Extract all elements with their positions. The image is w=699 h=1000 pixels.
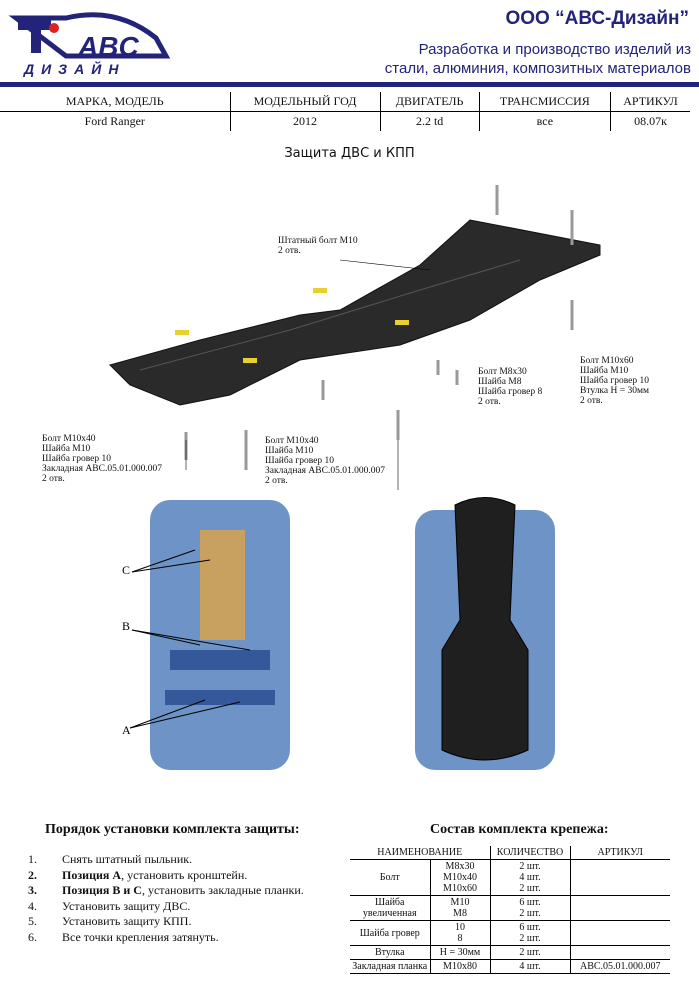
col-header: МОДЕЛЬНЫЙ ГОД [229,92,381,112]
col-header: ДВИГАТЕЛЬ [379,92,480,112]
step-item: 4.Установить защиту ДВС. [28,898,191,913]
step-item: 2.Позиция А, установить кронштейн. [28,867,248,882]
kit-cell-qty: 4 шт. [489,959,570,974]
kit-cell-qty: 6 шт. 2 шт. [489,895,570,921]
cell: Ford Ranger [84,114,145,128]
kit-cell-art: АВС.05.01.000.007 [569,959,670,974]
kit-heading: Состав комплекта крепежа: [430,822,609,837]
install-steps-list: 1.Снять штатный пыльник. 2.Позиция А, ус… [28,852,304,945]
position-label-b: B [122,619,130,633]
kit-cell-name: Шайба гровер [350,920,430,946]
drawing-title: Защита ДВС и КПП [284,146,415,161]
kit-cell-size: H = 30мм [429,945,490,960]
kit-cell-qty: 2 шт. 4 шт. 2 шт. [489,859,570,896]
kit-cell-size: 10 8 [429,920,490,946]
kit-cell-name: Закладная планка [350,959,430,974]
step-item: 1.Снять штатный пыльник. [28,852,193,866]
kit-cell-qty: 6 шт. 2 шт. [489,920,570,946]
svg-text:ABC: ABC [77,31,139,62]
kit-cell-name: Болт [350,859,430,896]
svg-text:ДИЗАЙН: ДИЗАЙН [23,60,125,77]
chassis-installed-view [415,497,555,770]
skid-plate-exploded-drawing [109,185,601,490]
kit-cell-size: М10 М8 [429,895,490,921]
position-label-a: A [122,723,131,737]
col-header: ТРАНСМИССИЯ [478,92,611,112]
kit-cell-art [569,859,670,896]
step-item: 5.Установить защиту КПП. [28,914,192,928]
kit-cell-art [569,920,670,946]
cell: 08.07к [609,111,690,131]
kit-cell-name: Шайба увеличенная [350,895,430,921]
kit-cell-art [569,895,670,921]
position-label-c: C [122,563,130,577]
install-steps-heading: Порядок установки комплекта защиты: [45,822,300,837]
kit-cell-qty: 2 шт. [489,945,570,960]
kit-cell-name: Втулка [350,945,430,960]
cell: все [478,111,611,131]
kit-cell-art [569,945,670,960]
kit-cell-size: М10х80 [429,959,490,974]
company-logo: ABC ДИЗАЙН [8,12,171,77]
cell: 2.2 td [379,111,480,131]
step-item: 3.Позиция В и С, установить закладные пл… [28,883,304,897]
kit-cell-size: М8х30 М10х40 М10х60 [429,859,490,896]
company-name: ООО “АВС-Дизайн” [505,8,689,29]
header-divider [0,82,699,87]
cell: 2012 [229,111,381,131]
col-header: МАРКА, МОДЕЛЬ [0,92,230,112]
col-header: АРТИКУЛ [609,92,690,112]
chassis-bottom-view-positions: C B A [122,500,290,770]
step-item: 6.Все точки крепления затянуть. [28,929,219,944]
